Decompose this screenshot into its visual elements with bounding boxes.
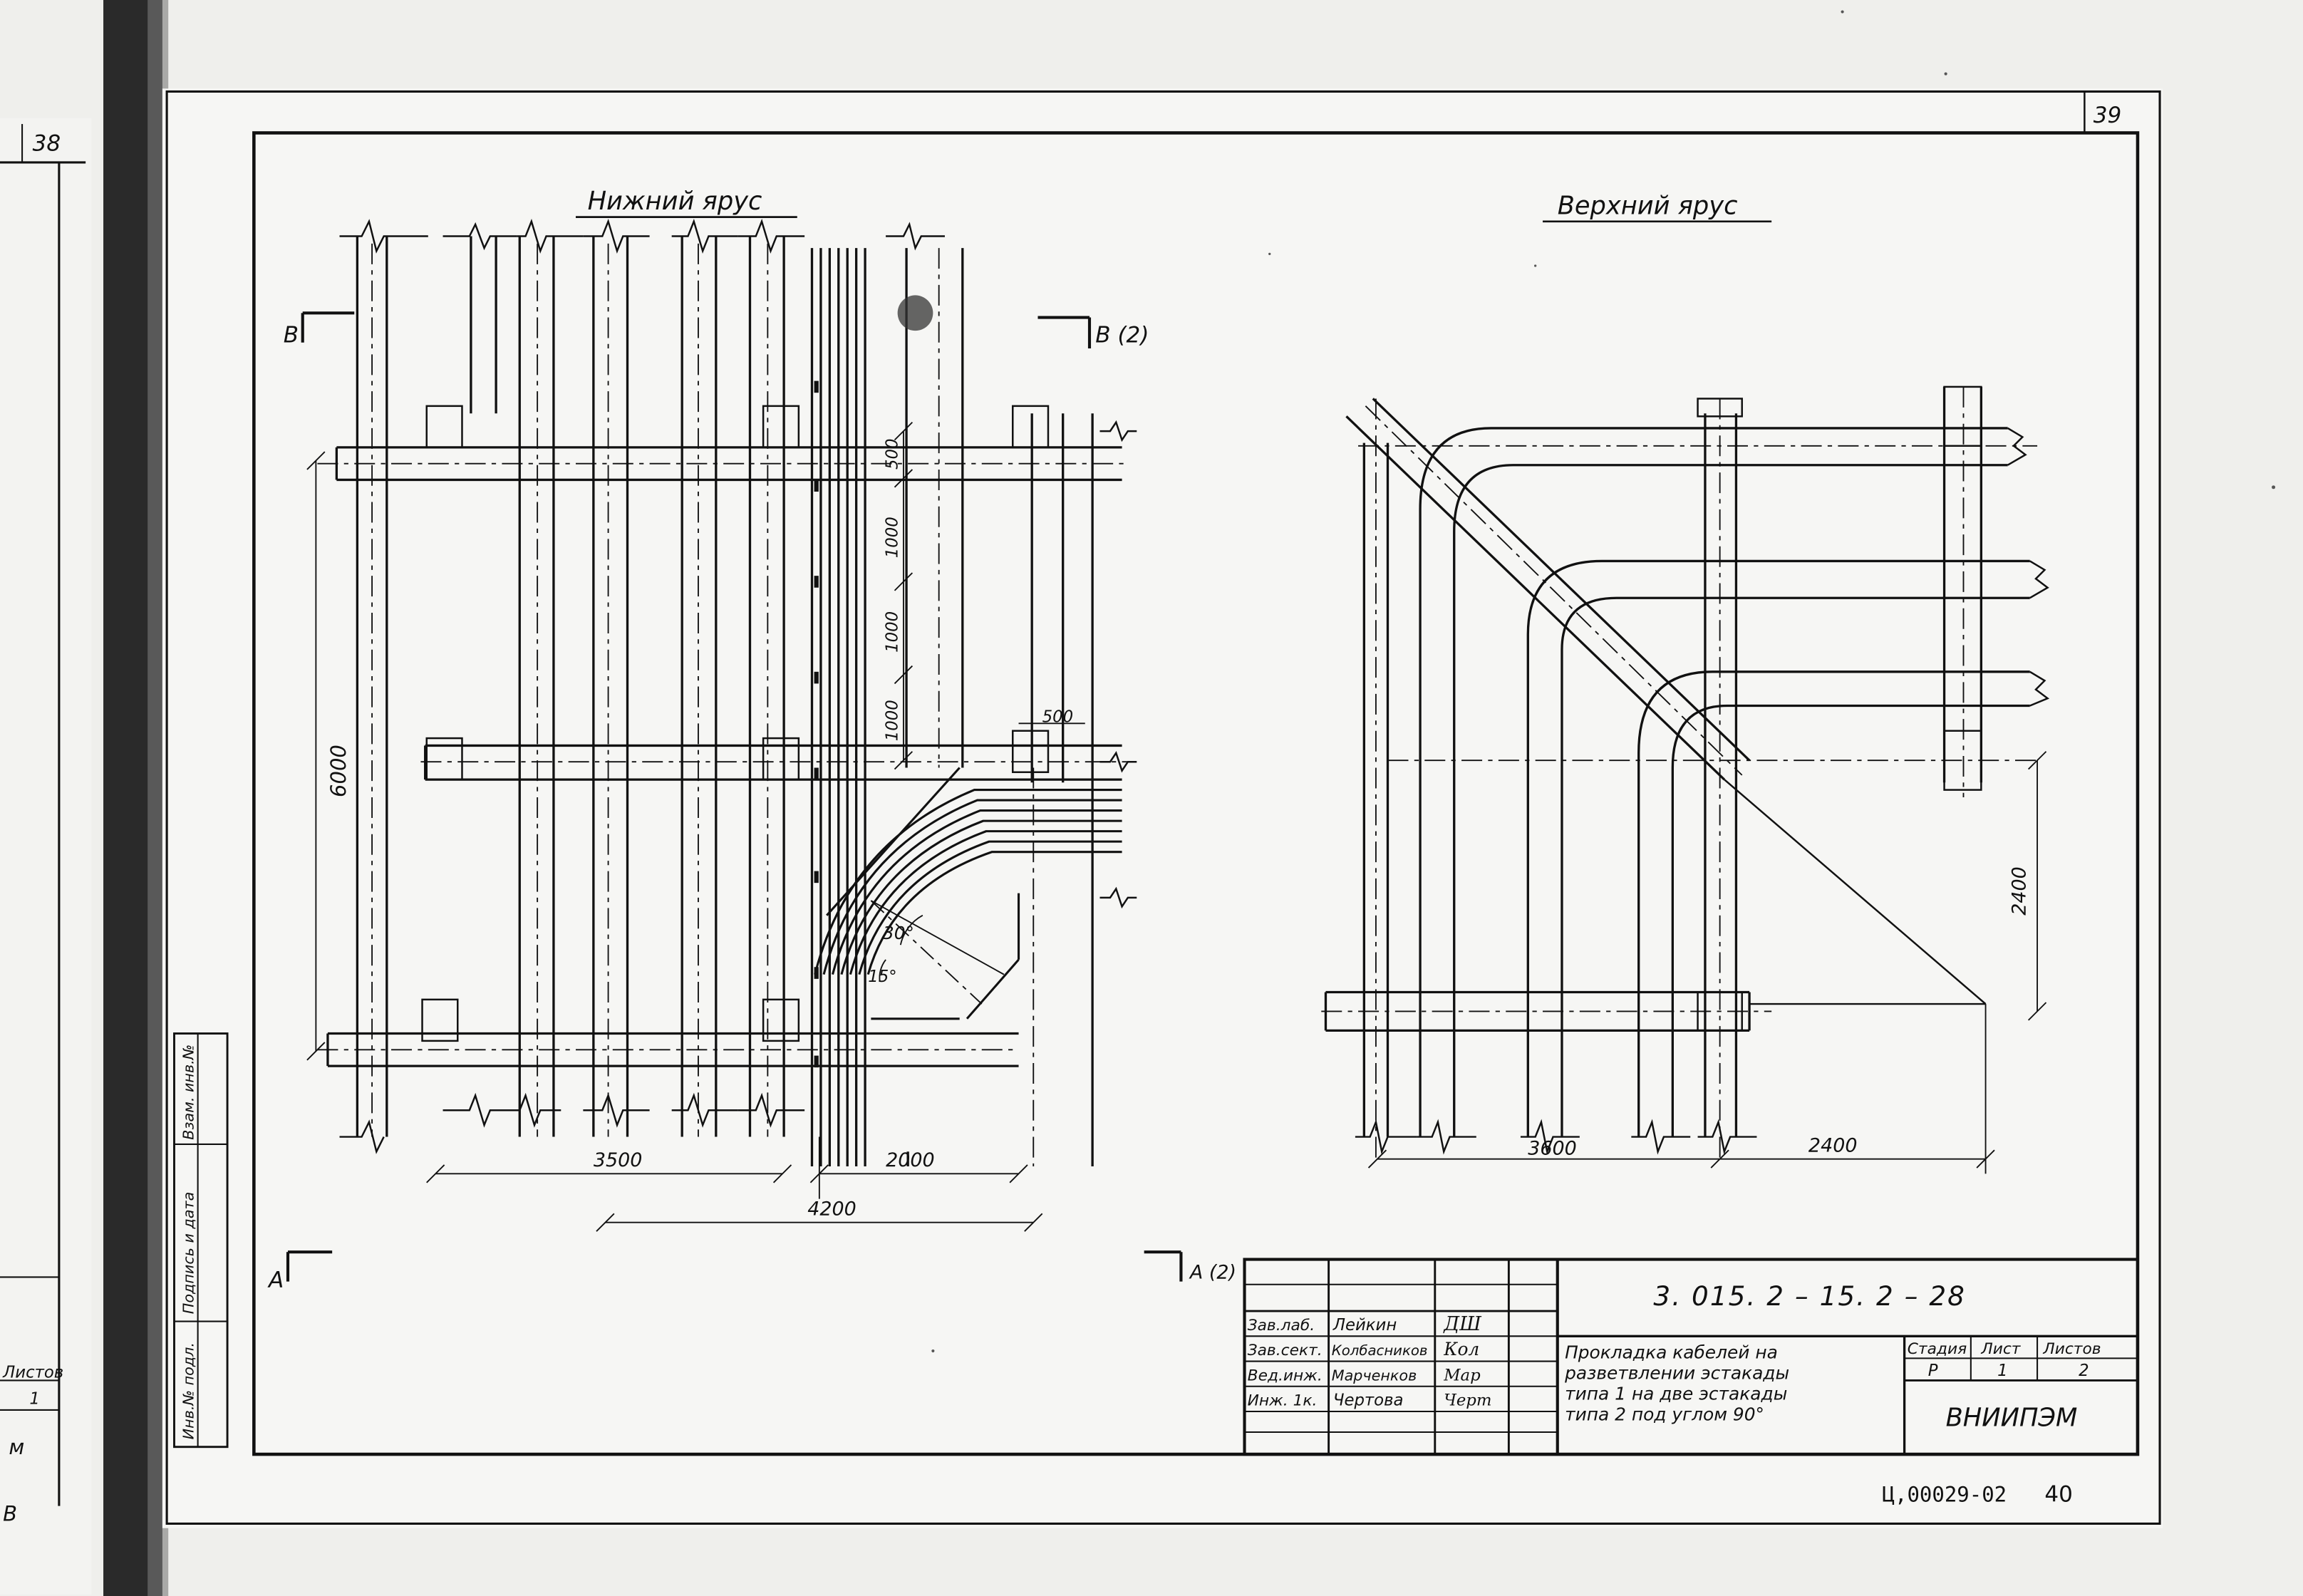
staff-name-2: Марченков [1332, 1367, 1417, 1384]
scan-noise [931, 10, 2276, 1353]
dim-2000: 2000 [886, 1149, 935, 1171]
staff-name-1: Колбасников [1332, 1342, 1428, 1359]
sheet-label: Лист [1980, 1340, 2021, 1358]
dim-2400-horizontal: 2400 [1808, 1134, 1858, 1156]
dim-1000-a: 1000 [884, 517, 902, 558]
title-block: 3. 015. 2 – 15. 2 – 28 Зав.лаб. Лейкин Д… [1243, 1258, 2140, 1456]
prev-page-number: 38 [33, 130, 61, 156]
dim-2400-vertical: 2400 [2009, 866, 2031, 916]
upper-tier-title: Верхний ярус [1558, 191, 1738, 220]
side-stamp: Взам. инв.№ Подпись и дата Инв.№ подл. [173, 1032, 229, 1449]
dim-500-mid: 500 [1042, 708, 1073, 726]
section-a-left: А [267, 1268, 284, 1293]
upper-tier-plan: Верхний ярус [1321, 191, 2050, 1174]
dim-1000-c: 1000 [884, 700, 902, 741]
section-b-left: В [284, 323, 299, 348]
stamp-replace-inv: Взам. инв.№ [180, 1045, 197, 1140]
dim-angle-30: 30° [883, 923, 914, 943]
prev-fragment-m: м [9, 1435, 24, 1459]
staff-sign-3: Черт [1444, 1392, 1491, 1410]
section-a-right: А (2) [1189, 1261, 1236, 1283]
archive-page: 40 [2044, 1481, 2073, 1507]
dim-angle-15: 15° [868, 968, 896, 986]
stage-value: Р [1928, 1362, 1938, 1380]
inner-frame [252, 131, 2140, 1456]
sheets-value: 2 [2079, 1362, 2089, 1380]
outer-frame [165, 90, 2161, 1525]
archive-code: Ц,00029-02 [1883, 1482, 2007, 1506]
title-line-2: типа 1 на две эстакады [1565, 1383, 1787, 1404]
title-line-0: Прокладка кабелей на [1565, 1342, 1778, 1362]
staff-name-0: Лейкин [1332, 1316, 1397, 1335]
staff-role-3: Инж. 1к. [1248, 1392, 1318, 1410]
hatched-mark [897, 295, 933, 331]
staff-role-0: Зав.лаб. [1248, 1317, 1315, 1335]
prev-sheets-value: 1 [29, 1390, 39, 1409]
title-line-3: типа 2 под углом 90° [1565, 1404, 1764, 1424]
designation: 3. 015. 2 – 15. 2 – 28 [1653, 1280, 1966, 1312]
main-page [162, 88, 2163, 1528]
stamp-sign-date: Подпись и дата [180, 1192, 197, 1315]
page-number: 39 [2094, 103, 2122, 128]
dim-500-top: 500 [884, 438, 902, 469]
organization: ВНИИПЭМ [1946, 1404, 2078, 1433]
staff-role-1: Зав.сект. [1248, 1342, 1323, 1359]
staff-sign-2: Мар [1443, 1366, 1481, 1384]
staff-sign-0: ДШ [1443, 1313, 1482, 1335]
prev-fragment-b: В [3, 1501, 17, 1525]
previous-page-fragment: 38 Листов 1 м В [0, 118, 92, 1595]
section-b-right: В (2) [1095, 323, 1149, 348]
staff-sign-1: Кол [1443, 1339, 1479, 1359]
lower-tier-title: Нижний ярус [588, 187, 762, 216]
staff-name-3: Чертова [1333, 1392, 1404, 1410]
staff-role-2: Вед.инж. [1248, 1367, 1323, 1384]
dim-4200: 4200 [807, 1198, 856, 1220]
title-line-1: разветвлении эстакады [1564, 1362, 1789, 1383]
dim-3600: 3600 [1528, 1137, 1577, 1159]
dim-3500: 3500 [594, 1149, 643, 1171]
dim-1000-b: 1000 [884, 611, 902, 653]
dim-6000: 6000 [326, 745, 351, 797]
stage-label: Стадия [1908, 1340, 1967, 1358]
lower-tier-plan: Нижний ярус [267, 187, 1236, 1293]
sheet-value: 1 [1997, 1362, 2007, 1380]
sheets-label: Листов [2042, 1340, 2101, 1358]
prev-sheets-label: Листов [2, 1363, 63, 1382]
stamp-inv-orig: Инв.№ подл. [180, 1342, 197, 1439]
